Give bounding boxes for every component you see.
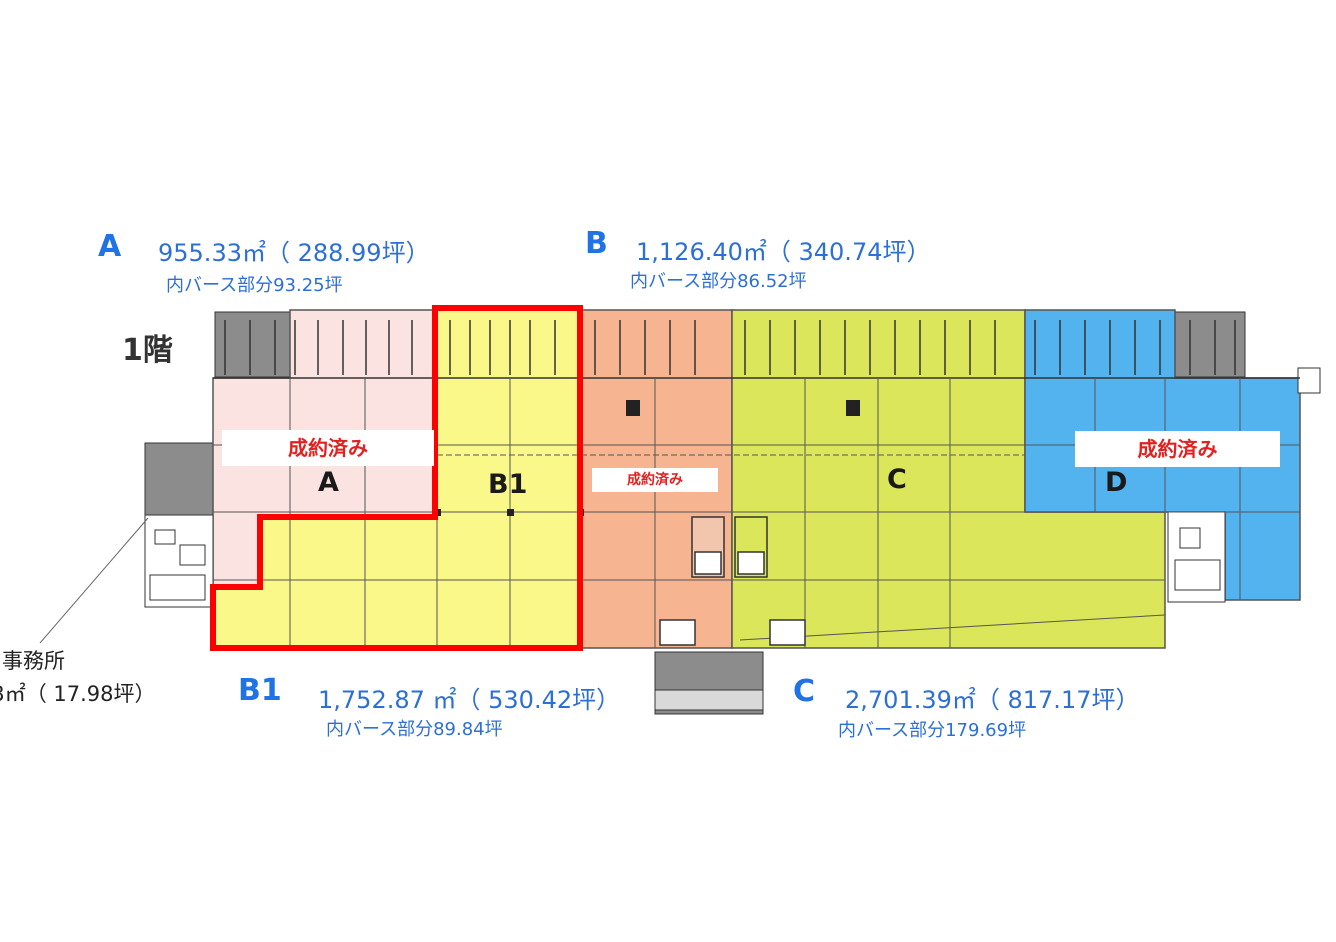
unit-b-area-text: 1,126.40㎡（ 340.74坪） <box>636 238 931 266</box>
unit-a-berth-text: 内バース部分93.25坪 <box>166 275 343 296</box>
unit-a-status-badge: 成約済み <box>222 430 434 466</box>
plan-label-d: D <box>1105 467 1128 498</box>
unit-b-berth-text: 内バース部分86.52坪 <box>630 271 807 292</box>
plan-label-a: A <box>318 467 339 498</box>
unit-d-status-badge: 成約済み <box>1075 431 1280 467</box>
unit-b1-area-text: 1,752.87 ㎡（ 530.42坪） <box>318 686 621 714</box>
plan-label-c: C <box>887 464 907 495</box>
unit-b1-title: B1 <box>238 673 282 708</box>
elevator-core <box>659 516 806 646</box>
plan-label-b1: B1 <box>488 469 528 500</box>
office-leader-line <box>39 517 149 644</box>
office-area-text: 43㎡（ 17.98坪） <box>0 682 156 706</box>
unit-c-berth-text: 内バース部分179.69坪 <box>838 720 1027 741</box>
office-label: 事務所 <box>2 649 65 673</box>
unit-b1-berth-text: 内バース部分89.84坪 <box>326 719 503 740</box>
unit-c-area-text: 2,701.39㎡（ 817.17坪） <box>845 686 1140 714</box>
b1-highlight-outline <box>210 305 583 651</box>
unit-b-status-badge: 成約済み <box>592 468 718 492</box>
unit-b-title: B <box>585 226 608 261</box>
unit-c-title: C <box>793 674 816 709</box>
unit-a-area-text: 955.33㎡（ 288.99坪） <box>158 239 430 267</box>
unit-a-title: A <box>98 229 122 264</box>
office-block <box>144 367 1321 711</box>
dock-bays <box>213 320 1300 379</box>
floor-label: 1階 <box>122 333 173 368</box>
